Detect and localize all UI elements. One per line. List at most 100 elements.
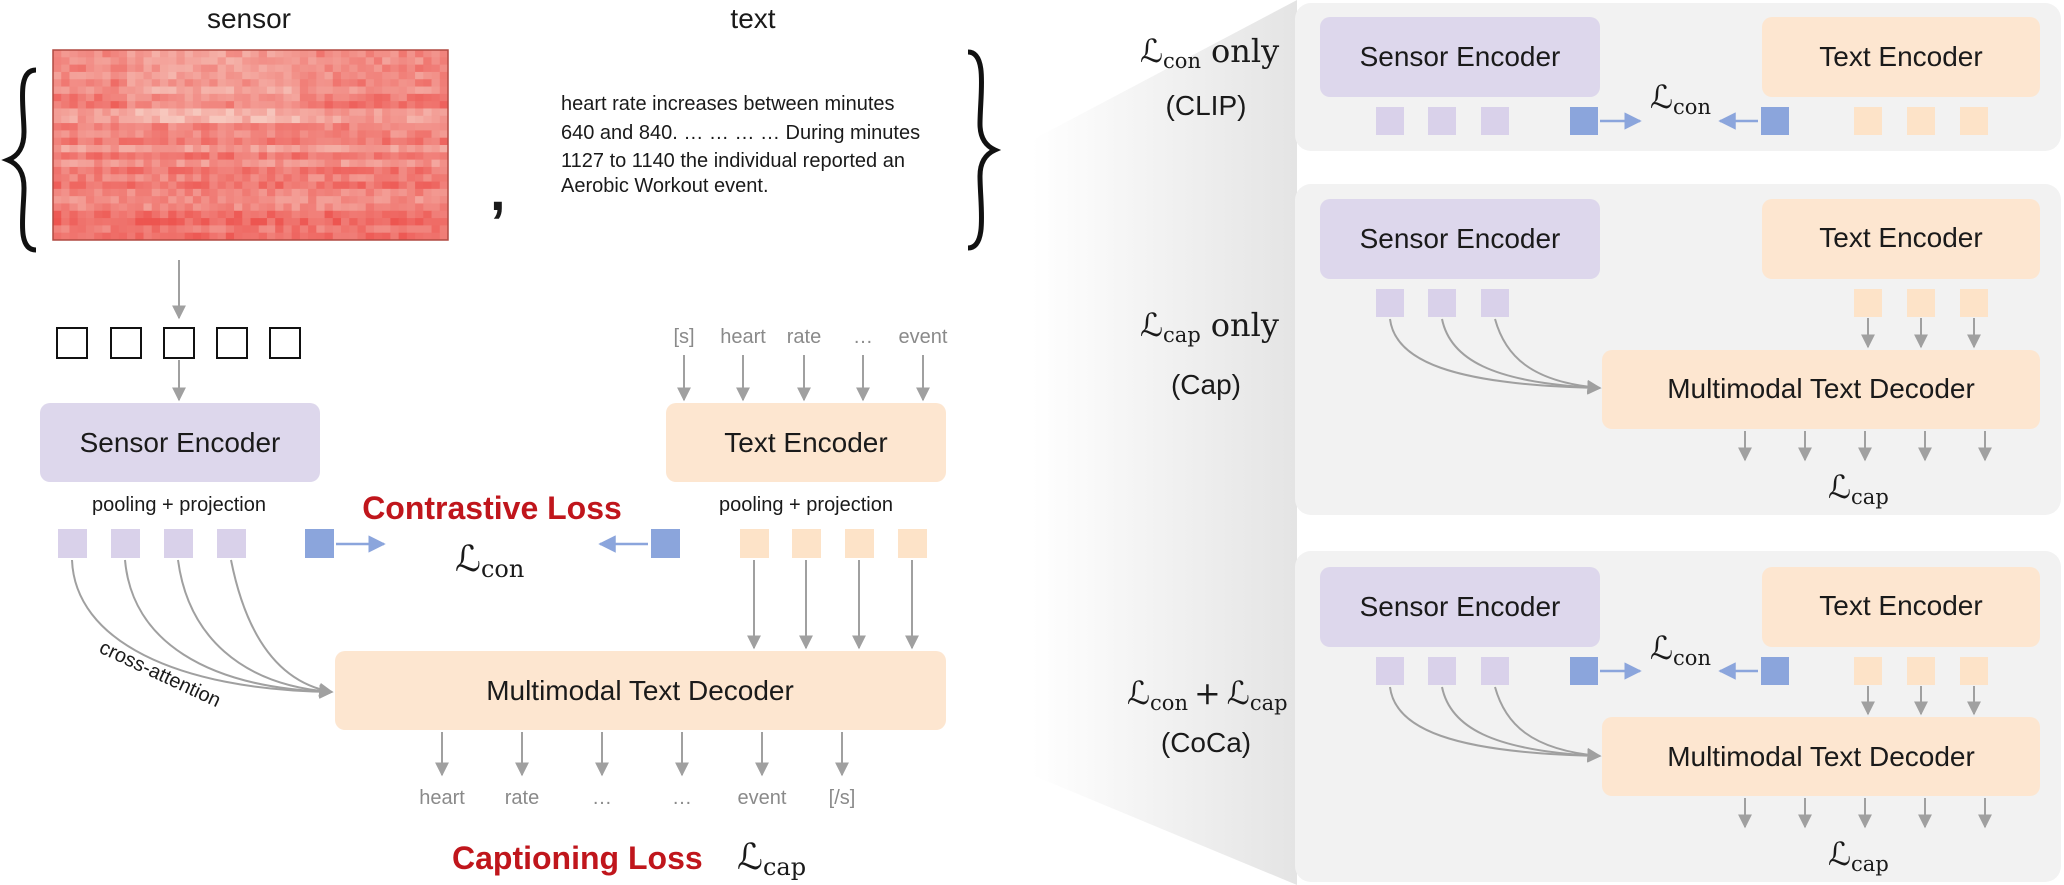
heatmap-cell <box>201 93 210 102</box>
heatmap-cell <box>390 188 400 197</box>
heatmap-cell <box>316 137 325 146</box>
heatmap-cell <box>316 166 325 175</box>
heatmap-cell <box>102 79 112 87</box>
heatmap-cell <box>234 86 243 95</box>
heatmap-cell <box>291 174 301 182</box>
heatmap-cell <box>299 137 309 146</box>
heatmap-cell <box>266 181 276 190</box>
heatmap-cell <box>225 210 235 219</box>
heatmap-cell <box>373 123 383 131</box>
heatmap-cell <box>365 188 375 197</box>
heatmap-cell <box>102 174 112 182</box>
heatmap-cell <box>415 137 424 146</box>
heatmap-cell <box>349 188 358 197</box>
heatmap-cell <box>308 218 317 226</box>
heatmap-cell <box>53 71 62 80</box>
heatmap-cell <box>308 225 317 234</box>
heatmap-cell <box>423 210 432 219</box>
heatmap-cell <box>127 232 136 241</box>
heatmap-cell <box>431 203 441 212</box>
heatmap-cell <box>135 86 144 95</box>
heatmap-cell <box>135 166 144 175</box>
heatmap-cell <box>127 71 136 80</box>
heatmap-cell <box>53 174 62 182</box>
heatmap-cell <box>61 50 70 58</box>
heatmap-cell <box>266 225 276 234</box>
heatmap-cell <box>151 108 161 117</box>
heatmap-cell <box>135 50 144 58</box>
heatmap-cell <box>275 130 284 139</box>
heatmap-cell <box>127 137 136 146</box>
heatmap-cell <box>415 123 424 131</box>
heatmap-cell <box>365 108 375 117</box>
heatmap-cell <box>102 71 112 80</box>
heatmap-cell <box>308 79 317 87</box>
heatmap-cell <box>110 130 120 139</box>
heatmap-cell <box>176 79 186 87</box>
heatmap-cell <box>291 108 301 117</box>
heatmap-cell <box>69 57 79 66</box>
heatmap-cell <box>143 64 153 73</box>
heatmap-cell <box>85 130 95 139</box>
heatmap-cell <box>85 152 95 161</box>
heatmap-cell <box>365 123 375 131</box>
heatmap-cell <box>291 115 301 124</box>
text-token <box>1960 657 1988 685</box>
heatmap-cell <box>242 166 251 175</box>
heatmap-cell <box>373 196 383 204</box>
text-token <box>1854 289 1882 317</box>
heatmap-cell <box>291 86 301 95</box>
heatmap-cell <box>234 108 243 117</box>
heatmap-cell <box>61 152 70 161</box>
heatmap-cell <box>102 64 112 73</box>
heatmap-cell <box>201 115 210 124</box>
heatmap-cell <box>110 203 120 212</box>
heatmap-cell <box>176 108 186 117</box>
heatmap-cell <box>102 101 112 109</box>
heatmap-cell <box>192 50 202 58</box>
heatmap-cell <box>423 57 432 66</box>
heatmap-cell <box>431 108 441 117</box>
heatmap-cell <box>127 203 136 212</box>
heatmap-cell <box>341 218 350 226</box>
heatmap-cell <box>85 159 95 168</box>
heatmap-cell <box>225 203 235 212</box>
heatmap-cell <box>201 174 210 182</box>
heatmap-cell <box>341 232 350 241</box>
patch-tokens <box>56 327 301 359</box>
heatmap-cell <box>275 137 284 146</box>
heatmap-cell <box>85 93 95 102</box>
heatmap-cell <box>316 101 325 109</box>
heatmap-cell <box>332 101 342 109</box>
heatmap-cell <box>151 123 161 131</box>
heatmap-cell <box>439 108 449 117</box>
heatmap-cell <box>151 225 161 234</box>
heatmap-cell <box>102 232 112 241</box>
heatmap-cell <box>201 196 210 204</box>
coca-sensor-projection-token <box>1570 657 1598 685</box>
heatmap-cell <box>159 166 169 175</box>
heatmap-cell <box>390 181 400 190</box>
heatmap-cell <box>184 115 194 124</box>
heatmap-cell <box>53 123 62 131</box>
heatmap-cell <box>398 71 408 80</box>
heatmap-cell <box>431 196 441 204</box>
heatmap-cell <box>184 218 194 226</box>
heatmap-cell <box>390 79 400 87</box>
heatmap-cell <box>69 123 79 131</box>
heatmap-cell <box>332 188 342 197</box>
heatmap-cell <box>192 101 202 109</box>
heatmap-cell <box>291 123 301 131</box>
heatmap-cell <box>143 93 153 102</box>
heatmap-cell <box>431 79 441 87</box>
coca-text-tokens <box>1854 657 1988 685</box>
text-token <box>898 529 927 558</box>
heatmap-cell <box>242 101 251 109</box>
heatmap-cell <box>159 210 169 219</box>
heatmap-cell <box>217 101 227 109</box>
text-token <box>1960 289 1988 317</box>
heatmap-cell <box>398 115 408 124</box>
heatmap-cell <box>201 152 210 161</box>
heatmap-cell <box>201 232 210 241</box>
text-encoder-label: Text Encoder <box>724 427 887 458</box>
